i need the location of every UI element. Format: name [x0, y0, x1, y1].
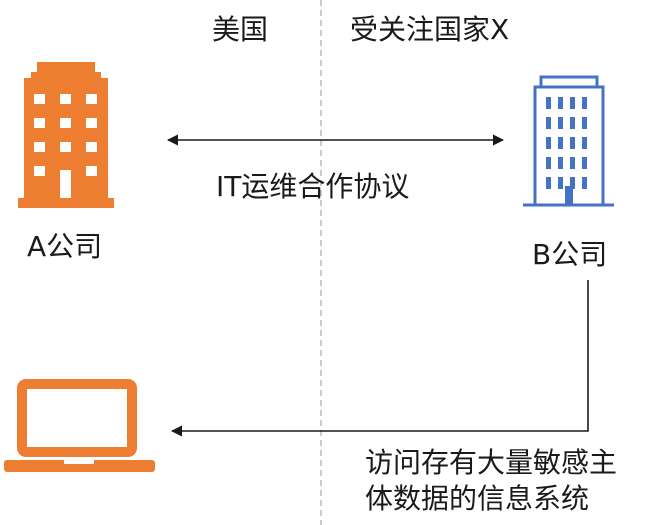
building-icon — [523, 75, 614, 207]
building-icon — [18, 62, 114, 208]
access-label-line2: 体数据的信息系统 — [365, 482, 590, 515]
region-label-right: 受关注国家X — [350, 13, 510, 46]
access-arrow — [170, 280, 589, 437]
company-b-label: B公司 — [532, 238, 608, 271]
region-label-left: 美国 — [212, 13, 269, 46]
company-a-label: A公司 — [27, 230, 103, 263]
laptop-icon — [4, 379, 155, 472]
access-label-line1: 访问存有大量敏感主 — [365, 446, 618, 479]
agreement-label: IT运维合作协议 — [216, 170, 410, 203]
